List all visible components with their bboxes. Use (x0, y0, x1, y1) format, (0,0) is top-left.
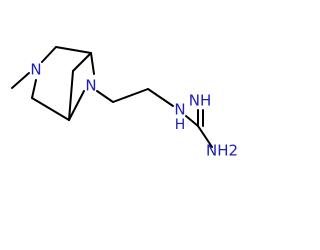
bond-methyl-n (11, 72, 30, 89)
bond-lower-bridgehead-bridge-n (68, 90, 85, 121)
structure-canvas: N N N H NH NH2 (11, 46, 238, 160)
atom-amine-n: N (174, 101, 185, 119)
bond-ch2-ch2 (112, 88, 149, 103)
bond-bridge-upper (72, 52, 92, 72)
bond-lower-ch2-bridgehead (31, 97, 70, 121)
atom-label-group: N N N H NH NH2 (30, 61, 238, 160)
bond-ch2-amine-n (147, 88, 174, 107)
bond-group (11, 46, 213, 148)
bond-upper-bridgehead-bridge-n (90, 52, 95, 75)
bond-upper-ch2-bridgehead (55, 46, 92, 54)
bond-amine-n-guanidine-c (185, 115, 199, 127)
bond-bridge-lower (68, 70, 74, 121)
bond-n-lower-ch2 (31, 79, 37, 99)
bond-n-upper-ch2 (41, 46, 57, 63)
atom-bridge-n: N (85, 77, 96, 95)
atom-ring-n: N (30, 61, 41, 79)
atom-amine-h: H (175, 117, 186, 133)
atom-imine-nh: NH (189, 92, 212, 110)
bond-bridge-n-ch2 (96, 90, 114, 103)
atom-amino-nh2: NH2 (206, 142, 238, 160)
bond-guanidine-c-amino (197, 125, 213, 148)
